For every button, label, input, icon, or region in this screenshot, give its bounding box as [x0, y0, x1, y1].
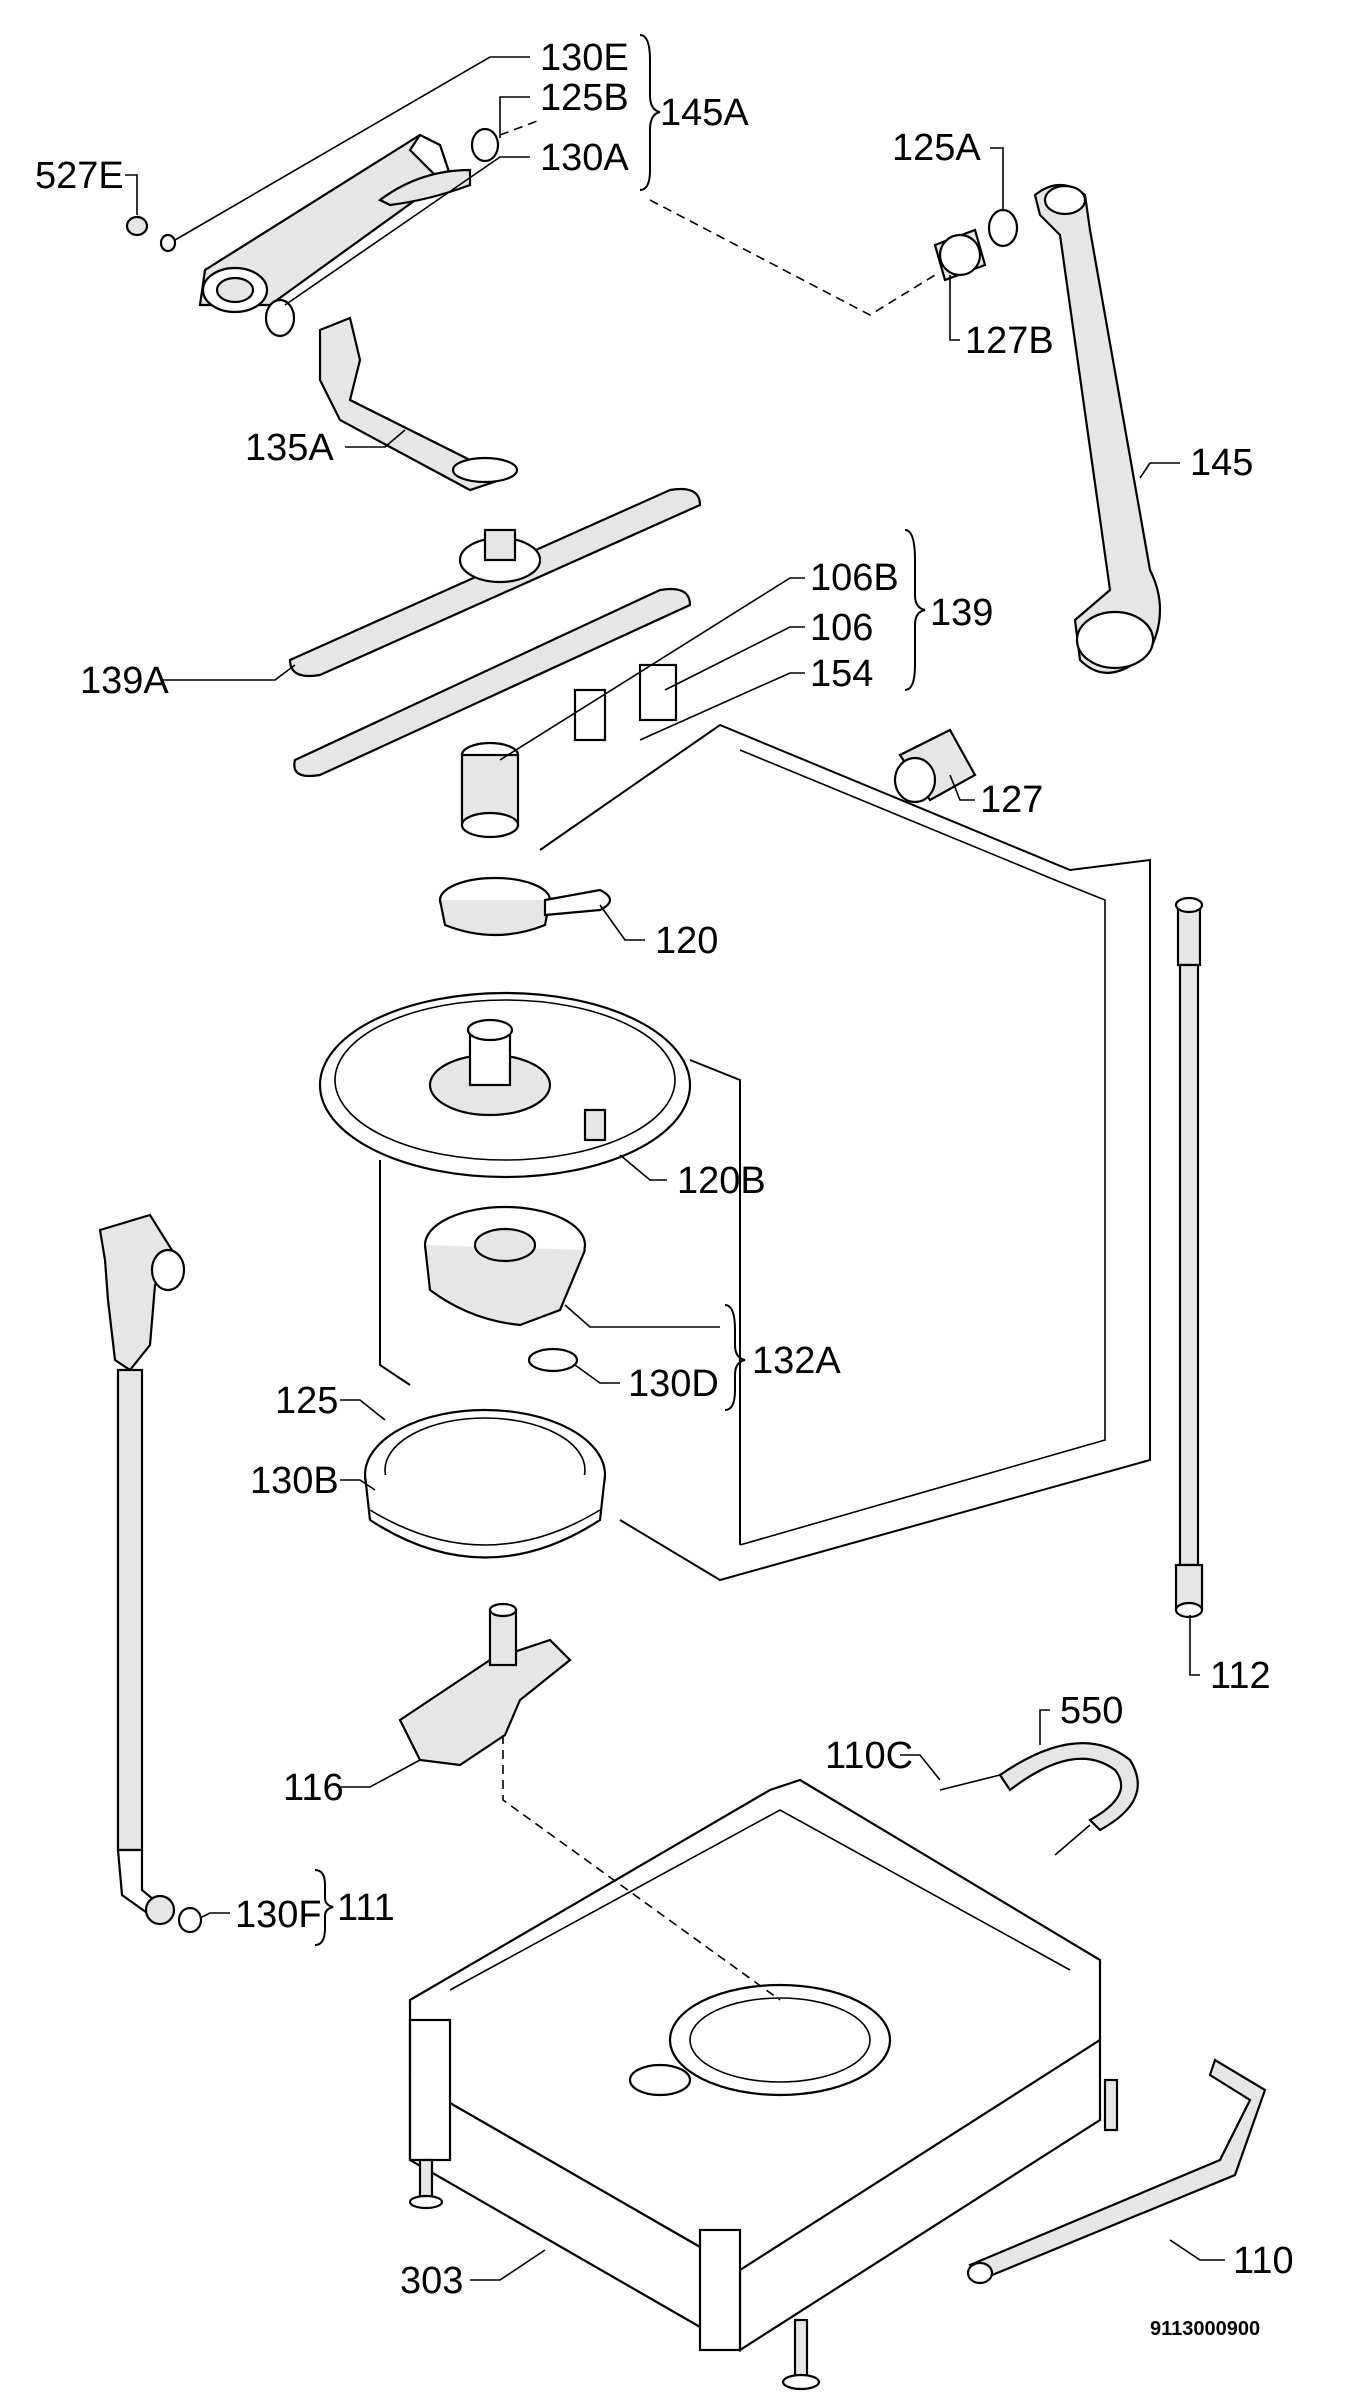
label-127b: 127B — [965, 320, 1054, 362]
label-125b: 125B — [540, 77, 629, 119]
dashed-line-arm-to-pipe — [649, 199, 936, 316]
dashed-line-ring-upper — [499, 119, 541, 136]
label-130f: 130F — [235, 1894, 322, 1936]
label-527e: 527E — [35, 155, 124, 197]
label-125a: 125A — [892, 127, 981, 169]
label-125: 125 — [275, 1380, 338, 1422]
label-120b: 120B — [677, 1160, 766, 1202]
label-111: 111 — [337, 1887, 395, 1929]
hose-112 — [1174, 896, 1204, 1619]
label-106: 106 — [810, 607, 873, 649]
label-130e: 130E — [540, 37, 629, 79]
label-110c: 110C — [825, 1735, 913, 1777]
label-550: 550 — [1060, 1690, 1123, 1732]
filter-plate-120b — [318, 991, 692, 1179]
cable-550 — [939, 1742, 1139, 1856]
label-110: 110 — [1233, 2240, 1294, 2282]
label-135a: 135A — [245, 427, 334, 469]
label-145: 145 — [1190, 442, 1253, 484]
part-labels: 130E 125B 145A 130A 527E 125A 127B 135A … — [35, 37, 1294, 2340]
cabinet-outline — [379, 723, 1151, 1582]
label-120: 120 — [655, 920, 718, 962]
label-139a: 139A — [80, 660, 169, 702]
brace-145a — [639, 34, 661, 191]
nut-120 — [438, 876, 612, 937]
fitting-127 — [893, 728, 977, 804]
leader-lines — [125, 56, 1225, 2281]
dashed-line-bracket-to-base — [502, 1735, 781, 2001]
middle-spray-arms-139 — [288, 487, 702, 839]
label-130d: 130D — [628, 1363, 719, 1405]
document-number: 9113000900 — [1150, 2318, 1260, 2340]
supply-pipe-145 — [933, 183, 1162, 674]
base-frame-303 — [408, 1778, 1119, 2391]
label-139: 139 — [930, 592, 993, 634]
label-112: 112 — [1210, 1655, 1271, 1697]
drain-hose-110 — [966, 2058, 1267, 2285]
label-130a: 130A — [540, 137, 629, 179]
inlet-hose-111 — [98, 1213, 203, 1934]
brace-111 — [314, 1869, 334, 1946]
label-106b: 106B — [810, 557, 899, 599]
label-130b: 130B — [250, 1460, 339, 1502]
label-116: 116 — [283, 1767, 344, 1809]
elbow-tube-135a — [318, 316, 519, 492]
label-145a: 145A — [660, 92, 749, 134]
brace-139 — [904, 529, 926, 691]
bracket-116 — [398, 1602, 572, 1767]
sump-ring-125 — [363, 1408, 607, 1559]
upper-spray-arm-assembly — [125, 127, 500, 338]
brace-132a — [724, 1304, 746, 1411]
label-303: 303 — [400, 2260, 463, 2302]
label-154: 154 — [810, 653, 873, 695]
label-127: 127 — [980, 779, 1043, 821]
label-132a: 132A — [752, 1340, 841, 1382]
pump-part-132a — [423, 1205, 587, 1373]
